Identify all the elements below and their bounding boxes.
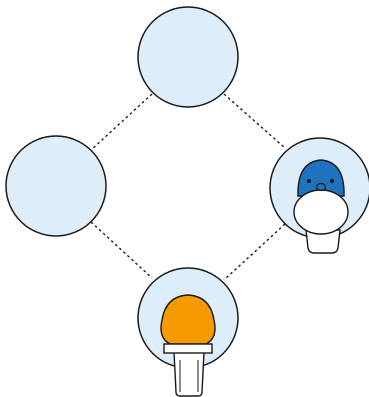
blue-piece-beak bbox=[315, 182, 327, 192]
edge-top-left bbox=[90, 93, 153, 151]
orange-piece-collar bbox=[163, 343, 213, 354]
node-top[interactable] bbox=[137, 6, 239, 108]
orange-piece-base bbox=[173, 351, 205, 397]
orange-piece[interactable] bbox=[160, 294, 216, 397]
board-edges bbox=[90, 93, 286, 281]
blue-piece[interactable] bbox=[293, 159, 349, 254]
blue-piece-hood bbox=[297, 159, 345, 197]
edge-top-right bbox=[223, 93, 286, 149]
edge-left-bottom bbox=[90, 221, 153, 279]
blue-piece-eye-left bbox=[307, 179, 311, 183]
node-left[interactable] bbox=[5, 135, 107, 237]
blue-piece-eye-right bbox=[330, 179, 334, 183]
blue-piece-base bbox=[305, 229, 341, 254]
blue-piece-body bbox=[293, 189, 349, 235]
edge-right-bottom bbox=[223, 223, 286, 281]
orange-piece-body bbox=[160, 294, 216, 345]
